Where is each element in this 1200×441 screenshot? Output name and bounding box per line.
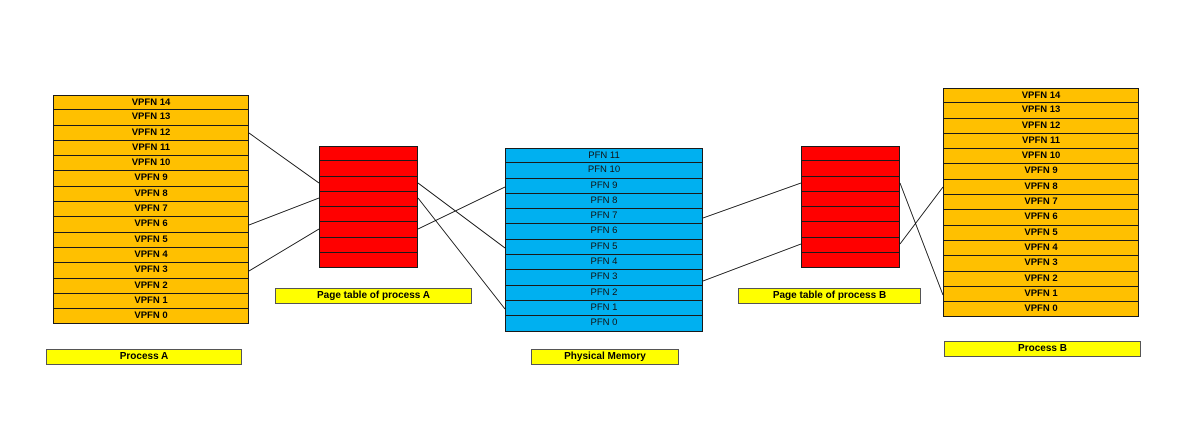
virtual-page-cell: VPFN 3 bbox=[943, 256, 1139, 272]
physical-frame-cell: PFN 0 bbox=[505, 316, 703, 332]
mapping-line bbox=[248, 132, 320, 184]
page-table-a-label: Page table of process A bbox=[275, 288, 472, 304]
page-table-entry bbox=[801, 176, 900, 192]
process-a-label: Process A bbox=[46, 349, 242, 365]
virtual-page-cell: VPFN 2 bbox=[53, 278, 249, 294]
page-table-entry bbox=[319, 222, 418, 238]
virtual-page-cell: VPFN 11 bbox=[943, 133, 1139, 150]
page-table-entry bbox=[801, 161, 900, 177]
virtual-page-cell: VPFN 4 bbox=[53, 247, 249, 264]
page-table-entry bbox=[801, 222, 900, 238]
page-table-entry bbox=[319, 207, 418, 223]
page-table-b bbox=[801, 146, 900, 269]
physical-frame-cell: PFN 7 bbox=[505, 209, 703, 225]
virtual-page-cell: VPFN 13 bbox=[943, 103, 1139, 119]
page-table-entry bbox=[801, 237, 900, 254]
physical-frame-cell: PFN 2 bbox=[505, 285, 703, 301]
virtual-page-cell: VPFN 5 bbox=[53, 232, 249, 248]
virtual-page-cell: VPFN 9 bbox=[53, 171, 249, 187]
virtual-page-cell: VPFN 10 bbox=[943, 149, 1139, 165]
page-table-entry bbox=[319, 237, 418, 254]
page-table-a bbox=[319, 146, 418, 269]
virtual-page-cell: VPFN 8 bbox=[53, 186, 249, 203]
physical-frame-cell: PFN 8 bbox=[505, 193, 703, 210]
mapping-line bbox=[248, 228, 320, 272]
virtual-page-cell: VPFN 6 bbox=[943, 210, 1139, 226]
virtual-page-cell: VPFN 11 bbox=[53, 140, 249, 157]
physical-frame-cell: PFN 1 bbox=[505, 300, 703, 317]
page-table-entry bbox=[319, 161, 418, 177]
virtual-page-cell: VPFN 2 bbox=[943, 271, 1139, 287]
page-table-entry bbox=[319, 253, 418, 269]
virtual-page-cell: VPFN 3 bbox=[53, 263, 249, 279]
physical-frame-cell: PFN 9 bbox=[505, 178, 703, 194]
page-table-entry bbox=[801, 207, 900, 223]
process-b-label: Process B bbox=[944, 341, 1141, 357]
virtual-page-cell: VPFN 14 bbox=[53, 95, 249, 111]
mapping-line bbox=[899, 186, 944, 245]
virtual-page-cell: VPFN 7 bbox=[943, 195, 1139, 211]
page-table-entry bbox=[801, 253, 900, 269]
page-table-b-label: Page table of process B bbox=[738, 288, 921, 304]
mapping-line bbox=[417, 182, 506, 249]
page-table-entry bbox=[801, 146, 900, 162]
virtual-page-cell: VPFN 9 bbox=[943, 164, 1139, 180]
virtual-page-cell: VPFN 0 bbox=[943, 302, 1139, 318]
virtual-page-cell: VPFN 4 bbox=[943, 240, 1139, 257]
physical-frame-cell: PFN 3 bbox=[505, 270, 703, 286]
page-table-entry bbox=[319, 176, 418, 192]
virtual-page-cell: VPFN 8 bbox=[943, 179, 1139, 196]
virtual-page-cell: VPFN 12 bbox=[53, 125, 249, 141]
virtual-page-cell: VPFN 1 bbox=[943, 286, 1139, 303]
mapping-line bbox=[417, 186, 506, 230]
virtual-page-cell: VPFN 12 bbox=[943, 118, 1139, 134]
virtual-page-cell: VPFN 0 bbox=[53, 309, 249, 325]
page-table-entry bbox=[319, 191, 418, 208]
mapping-line bbox=[248, 197, 320, 226]
page-table-entry bbox=[319, 146, 418, 162]
virtual-page-cell: VPFN 1 bbox=[53, 293, 249, 310]
virtual-page-cell: VPFN 7 bbox=[53, 202, 249, 218]
physical-memory-label: Physical Memory bbox=[531, 349, 679, 365]
mapping-line bbox=[702, 182, 802, 219]
physical-frame-cell: PFN 11 bbox=[505, 148, 703, 164]
virtual-page-cell: VPFN 5 bbox=[943, 225, 1139, 241]
physical-frame-cell: PFN 6 bbox=[505, 224, 703, 240]
virtual-page-cell: VPFN 13 bbox=[53, 110, 249, 126]
physical-frame-cell: PFN 10 bbox=[505, 163, 703, 179]
physical-frame-cell: PFN 4 bbox=[505, 255, 703, 271]
virtual-page-cell: VPFN 10 bbox=[53, 156, 249, 172]
virtual-page-cell: VPFN 6 bbox=[53, 217, 249, 233]
mapping-line bbox=[702, 243, 802, 282]
virtual-page-cell: VPFN 14 bbox=[943, 88, 1139, 104]
mapping-line bbox=[899, 182, 944, 296]
page-table-entry bbox=[801, 191, 900, 208]
physical-frame-cell: PFN 5 bbox=[505, 239, 703, 256]
